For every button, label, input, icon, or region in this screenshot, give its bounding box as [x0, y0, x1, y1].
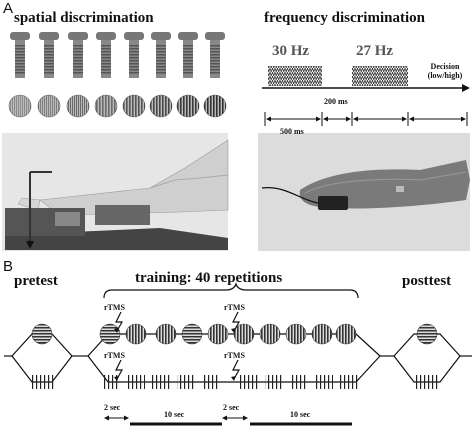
probe-pin [124, 32, 144, 78]
pretest-grating-disc [32, 324, 52, 344]
rtms-label-top-1: rTMS [104, 303, 125, 312]
grating-discs-row [9, 95, 226, 117]
interval-2sec-1: 2 sec [104, 403, 120, 412]
probe-pin [68, 32, 88, 78]
panel-b-letter: B [3, 258, 13, 275]
probe-pins-row [10, 32, 225, 78]
probe-pin [39, 32, 59, 78]
posttest-vibration-burst [416, 375, 438, 389]
spatial-apparatus-photo [2, 133, 228, 251]
decision-line1: Decision [418, 62, 472, 71]
freq-label-30hz: 30 Hz [272, 43, 309, 60]
stimulus-duration-label: 500 ms [280, 127, 304, 136]
rtms-bolt-icons [116, 312, 239, 379]
timing-markers [265, 112, 467, 126]
rtms-label-bottom-2: rTMS [224, 351, 245, 360]
interval-10sec-1: 10 sec [164, 410, 184, 419]
pretest-vibration-burst [32, 375, 54, 389]
decision-line2: (low/high) [418, 71, 472, 80]
vibration-burst-27hz [352, 66, 408, 86]
probe-pin [10, 32, 30, 78]
time-axis-arrow-icon [462, 84, 470, 92]
probe-pin [151, 32, 171, 78]
training-grating-discs [100, 324, 356, 344]
rtms-label-bottom-1: rTMS [104, 351, 125, 360]
decision-label: Decision (low/high) [418, 62, 472, 80]
pretest-label: pretest [14, 273, 58, 290]
probe-pin [205, 32, 225, 78]
probe-pin [96, 32, 116, 78]
posttest-grating-disc [417, 324, 437, 344]
interval-2sec-2: 2 sec [223, 403, 239, 412]
posttest-label: posttest [402, 273, 451, 290]
interval-10sec-2: 10 sec [290, 410, 310, 419]
probe-pin [178, 32, 198, 78]
gap-duration-label: 200 ms [324, 97, 348, 106]
freq-label-27hz: 27 Hz [356, 43, 393, 60]
vibration-burst-30hz [268, 66, 322, 86]
frequency-apparatus-photo [258, 133, 470, 251]
rtms-label-top-2: rTMS [224, 303, 245, 312]
vibrator-device [318, 196, 348, 210]
training-label: training: 40 repetitions [135, 270, 282, 287]
